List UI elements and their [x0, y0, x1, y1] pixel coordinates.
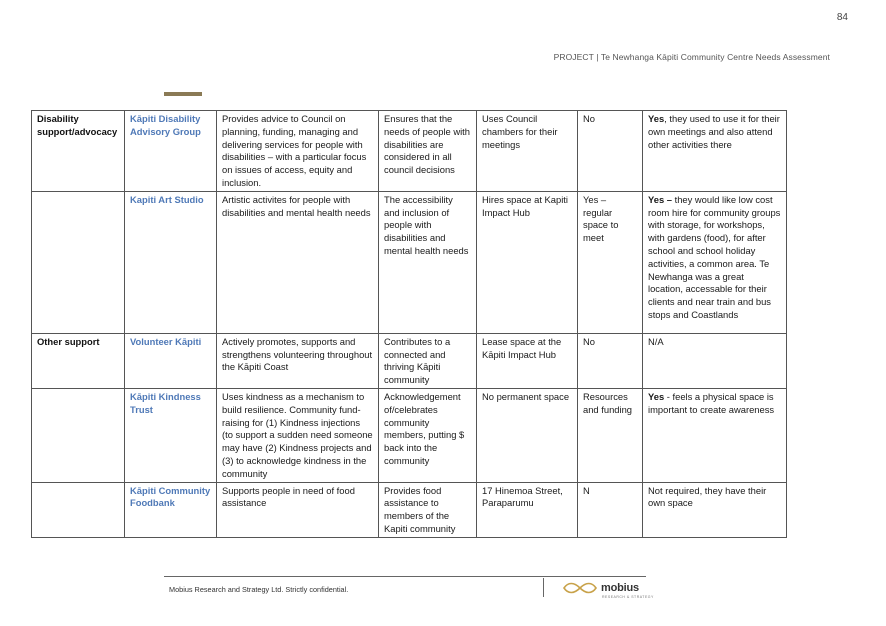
description-cell: Provides advice to Council on planning, …	[216, 110, 379, 192]
current-space-cell: No permanent space	[476, 387, 578, 483]
page-number: 84	[836, 12, 848, 23]
logo-wordmark: mobius	[601, 582, 639, 594]
outcomes-cell: Contributes to a connected and thriving …	[378, 332, 477, 389]
outcomes-cell: The accessibility and inclusion of peopl…	[378, 190, 477, 334]
interest-cell: Yes - feels a physical space is importan…	[642, 387, 787, 483]
interest-cell: Yes – they would like low cost room hire…	[642, 190, 787, 334]
accent-bar	[164, 92, 202, 96]
current-space-cell: Uses Council chambers for their meetings	[476, 110, 578, 192]
description-cell: Uses kindness as a mechanism to build re…	[216, 387, 379, 483]
space-needs-cell: Resources and funding	[577, 387, 643, 483]
description-cell: Artistic activites for people with disab…	[216, 190, 379, 334]
current-space-cell: 17 Hinemoa Street, Paraparumu	[476, 481, 578, 538]
needs-table: Disability support/advocacy Kāpiti Disab…	[31, 110, 787, 538]
category-cell	[31, 190, 125, 334]
interest-text: Not required, they have their own space	[648, 484, 767, 509]
mobius-loop-icon	[563, 582, 597, 594]
space-needs-cell: Yes – regular space to meet	[577, 190, 643, 334]
space-needs-cell: N	[577, 481, 643, 538]
category-cell: Other support	[31, 332, 125, 389]
table-row: Other support Volunteer Kāpiti Actively …	[31, 332, 787, 389]
current-space-cell: Lease space at the Kāpiti Impact Hub	[476, 332, 578, 389]
logo-tagline: RESEARCH & STRATEGY	[602, 595, 654, 599]
table-row: Kāpiti Kindness Trust Uses kindness as a…	[31, 387, 787, 483]
table-row: Disability support/advocacy Kāpiti Disab…	[31, 110, 787, 192]
current-space-cell: Hires space at Kapiti Impact Hub	[476, 190, 578, 334]
footer-rule	[164, 576, 646, 577]
space-needs-cell: No	[577, 332, 643, 389]
category-cell	[31, 387, 125, 483]
interest-text: , they used to use it for their own meet…	[648, 113, 780, 150]
outcomes-cell: Ensures that the needs of people with di…	[378, 110, 477, 192]
outcomes-cell: Provides food assistance to members of t…	[378, 481, 477, 538]
organisation-cell: Volunteer Kāpiti	[124, 332, 217, 389]
interest-text: they would like low cost room hire for c…	[648, 193, 781, 320]
footer-logo: mobius RESEARCH & STRATEGY	[562, 582, 653, 599]
category-cell: Disability support/advocacy	[31, 110, 125, 192]
interest-lead: Yes	[648, 390, 665, 402]
description-cell: Supports people in need of food assistan…	[216, 481, 379, 538]
interest-cell: N/A	[642, 332, 787, 389]
interest-text: N/A	[648, 335, 664, 347]
table-row: Kapiti Art Studio Artistic activites for…	[31, 190, 787, 334]
organisation-cell: Kāpiti Disability Advisory Group	[124, 110, 217, 192]
footer-divider	[543, 578, 544, 597]
footer-text: Mobius Research and Strategy Ltd. Strict…	[169, 585, 349, 594]
interest-cell: Not required, they have their own space	[642, 481, 787, 538]
description-cell: Actively promotes, supports and strength…	[216, 332, 379, 389]
interest-lead: Yes	[648, 113, 665, 124]
outcomes-cell: Acknowledgement of/celebrates community …	[378, 387, 477, 483]
interest-text: - feels a physical space is important to…	[648, 390, 775, 415]
organisation-cell: Kāpiti Kindness Trust	[124, 387, 217, 483]
running-header: PROJECT | Te Newhanga Kāpiti Community C…	[553, 52, 830, 62]
organisation-cell: Kāpiti Community Foodbank	[124, 481, 217, 538]
table-row: Kāpiti Community Foodbank Supports peopl…	[31, 481, 787, 538]
category-cell	[31, 481, 125, 538]
space-needs-cell: No	[577, 110, 643, 192]
organisation-cell: Kapiti Art Studio	[124, 190, 217, 334]
interest-lead: Yes –	[648, 193, 672, 205]
interest-cell: Yes, they used to use it for their own m…	[642, 110, 787, 192]
